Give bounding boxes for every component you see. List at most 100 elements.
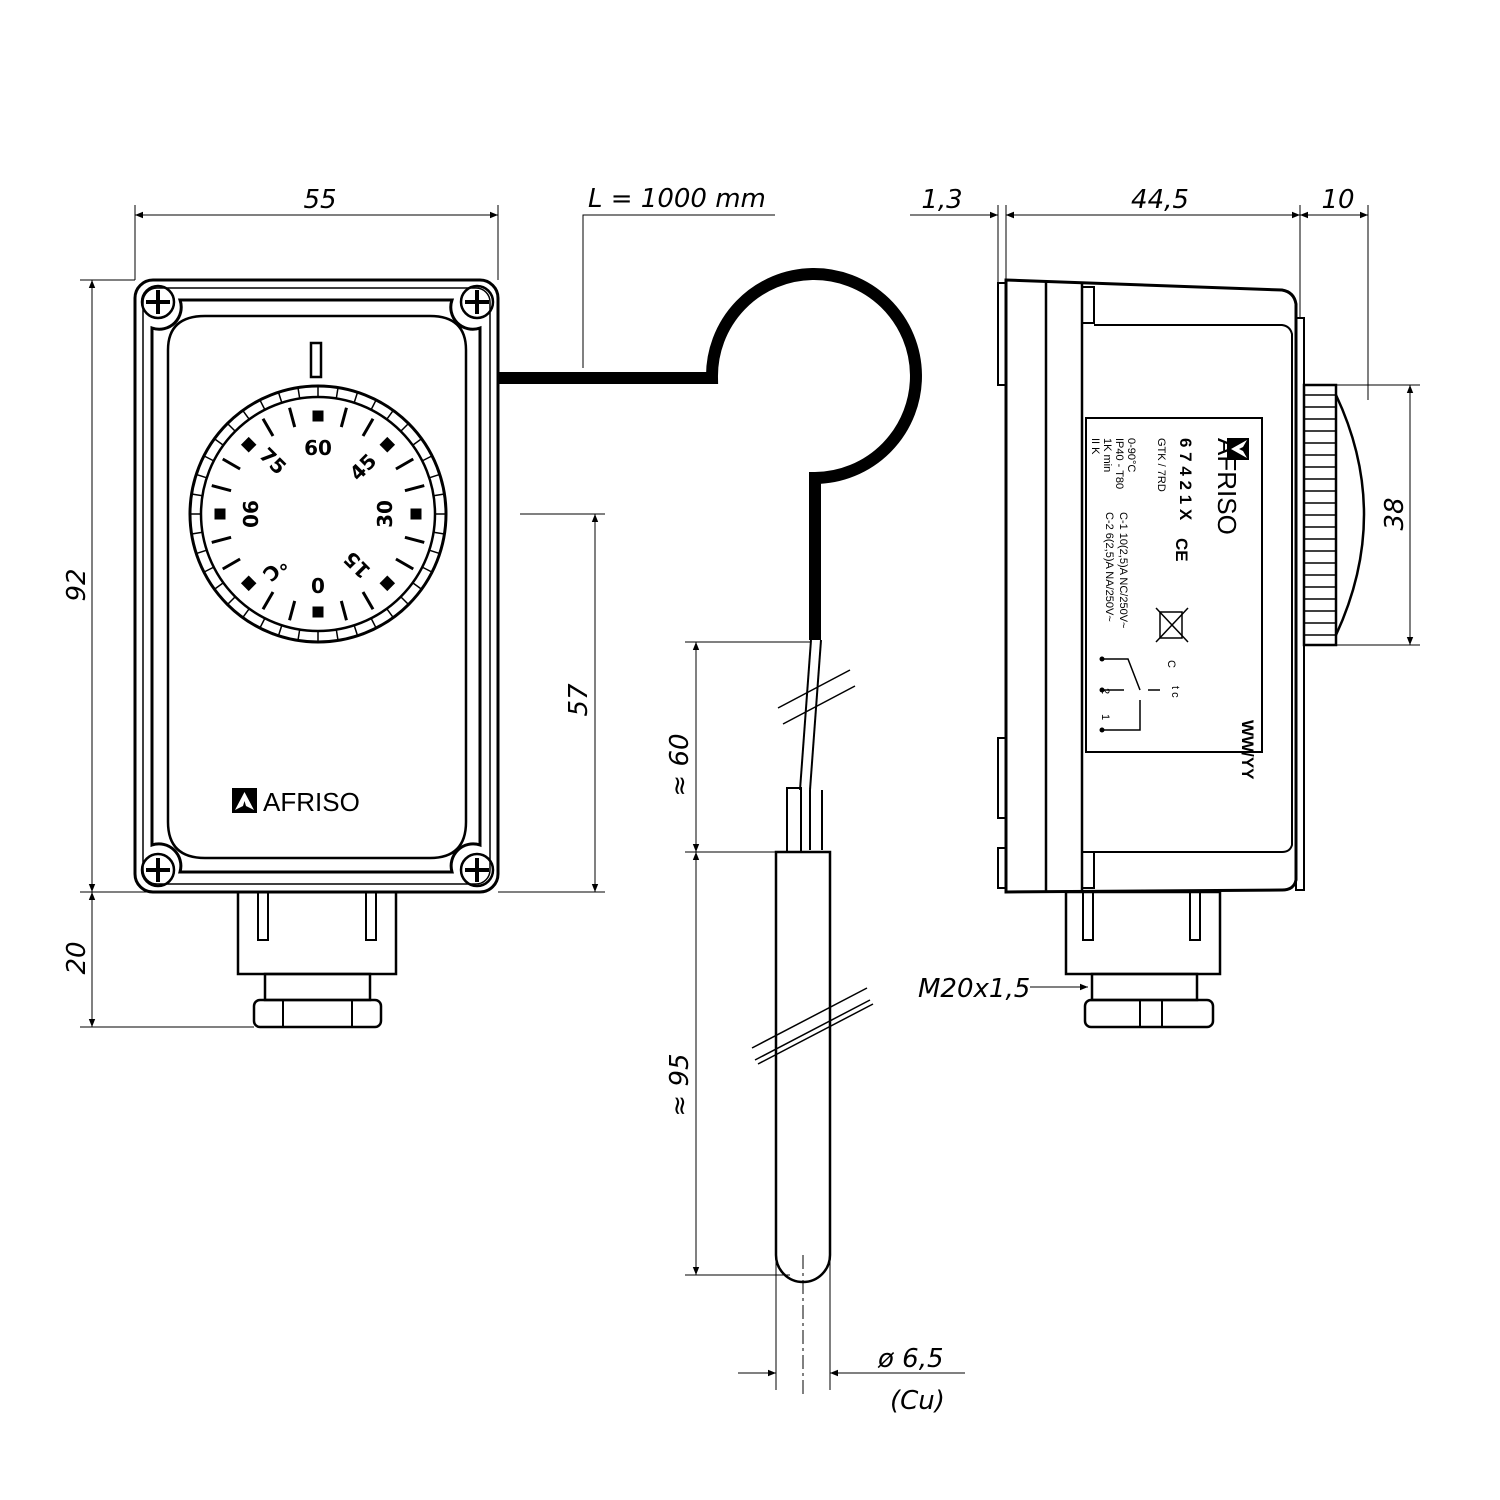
dial-label-30: 30 <box>373 500 397 528</box>
dial-tick <box>221 557 241 571</box>
knurl-mark <box>421 455 433 462</box>
dimension-texts: 55 92 20 57 L = 1000 mm ≈ 60 ≈ 95 ø 6,5 … <box>62 184 1410 1416</box>
knurl-mark <box>226 596 236 606</box>
dial-marker <box>240 575 257 592</box>
knurl-mark <box>191 493 203 497</box>
dial-tick <box>261 591 275 611</box>
knurl-mark <box>433 493 445 497</box>
knurl-mark <box>191 531 203 535</box>
dial-label-75: 75 <box>255 443 292 480</box>
front-housing-inner-edge <box>142 287 491 885</box>
temperature-dial[interactable]: 75 60 45 90 30 °C 0 15 <box>188 384 448 644</box>
dim-gland-height: 20 <box>62 941 92 974</box>
knurl-mark <box>353 392 359 403</box>
knurl-mark <box>196 549 207 555</box>
capillary-tube <box>498 268 922 850</box>
dial-tick <box>211 535 232 544</box>
front-view: 75 60 45 90 30 °C 0 15 AFRISO <box>133 278 500 1029</box>
knurl-mark <box>386 410 394 420</box>
dial-tick <box>395 457 415 471</box>
dial-marker <box>312 606 324 618</box>
knurl-mark <box>429 549 440 555</box>
dial-label-0: 0 <box>311 574 325 598</box>
dial-marker <box>312 410 324 422</box>
dial-label-45: 45 <box>345 449 382 486</box>
cable-gland-side <box>1064 890 1222 1029</box>
knurl-mark <box>297 629 301 641</box>
dim-side-base: 1,3 <box>921 185 962 215</box>
knurl-mark <box>421 566 433 573</box>
knurl-mark <box>433 531 445 535</box>
dial-tick <box>395 557 415 571</box>
knurl-mark <box>226 422 236 432</box>
dim-thread: M20x1,5 <box>918 974 1030 1004</box>
side-knob-knurl <box>1304 394 1336 636</box>
knurl-mark <box>214 438 224 446</box>
terminal-label-c: C <box>1165 660 1177 668</box>
dial-label-90: 90 <box>238 500 262 528</box>
knurl-mark <box>214 582 224 590</box>
dimension-lines <box>80 205 1420 1390</box>
knurl-mark <box>412 438 422 446</box>
sensor-bulb <box>751 787 874 1395</box>
knurl-mark <box>412 582 422 590</box>
dial-tick <box>211 484 232 493</box>
protection-class: IP40 - T80 <box>1113 438 1125 489</box>
dim-front-height: 92 <box>62 568 92 601</box>
contact-rating-1: C-1 10(2,5)A NC/250V~ <box>1117 512 1129 628</box>
knurl-mark <box>277 625 283 636</box>
terminal-label-1: 1 <box>1099 714 1111 720</box>
side-view: 6 7 4 2 1 X GTK / 7RD 0-90°C IP40 - T80 … <box>997 278 1366 1029</box>
screw-icon <box>140 852 176 888</box>
knurl-mark <box>242 608 250 618</box>
part-number: 6 7 4 2 1 X <box>1176 438 1195 521</box>
afriso-triangle-logo <box>1227 438 1249 460</box>
dial-tick <box>261 417 275 437</box>
afriso-triangle-logo <box>232 788 257 813</box>
dial-scale <box>190 386 446 642</box>
dial-tick <box>361 591 375 611</box>
dial-marker <box>379 436 396 453</box>
knurl-mark <box>297 387 301 399</box>
knurl-mark <box>370 617 377 629</box>
dial-marker <box>410 508 422 520</box>
knurl-mark <box>386 608 394 618</box>
front-cover-panel <box>166 314 468 860</box>
dim-sensor-offset: 57 <box>564 683 594 717</box>
knurl-mark <box>277 392 283 403</box>
dial-tick <box>339 407 348 428</box>
date-code: WW/YY <box>1238 720 1257 780</box>
dial-tick <box>404 484 425 493</box>
ce-mark: CE <box>1172 538 1191 562</box>
dim-side-depth: 44,5 <box>1131 185 1189 215</box>
dial-marker <box>379 575 396 592</box>
dim-knob-diameter: 38 <box>1380 497 1410 530</box>
screw-icon <box>459 852 495 888</box>
hysteresis: 1K min <box>1101 438 1113 472</box>
model-code: GTK / 7RD <box>1155 438 1167 492</box>
dial-label-unit: °C <box>258 552 292 586</box>
knurl-mark <box>203 566 215 573</box>
dial-label-15: 15 <box>339 547 376 584</box>
knurl-mark <box>335 629 339 641</box>
dim-sensor-material: (Cu) <box>890 1386 945 1416</box>
weee-crossed-bin-icon <box>1155 607 1189 643</box>
knurl-mark <box>203 455 215 462</box>
knurl-mark <box>370 399 377 411</box>
dim-sensor-diameter: ø 6,5 <box>877 1344 944 1374</box>
terminal-label-tc: t c <box>1169 686 1181 698</box>
dial-tick <box>361 417 375 437</box>
dial-marker <box>214 508 226 520</box>
switch-circuit-diagram <box>1099 656 1160 733</box>
knurl-mark <box>196 473 207 479</box>
screw-icon <box>459 284 495 320</box>
dial-tick <box>339 600 348 621</box>
side-knob[interactable] <box>1302 383 1366 647</box>
dim-front-width: 55 <box>303 185 336 215</box>
dial-label-60: 60 <box>304 436 332 460</box>
dim-sensor-length: ≈ 95 <box>665 1053 695 1116</box>
knurl-mark <box>335 387 339 399</box>
screw-icon <box>140 284 176 320</box>
dial-tick <box>288 600 297 621</box>
